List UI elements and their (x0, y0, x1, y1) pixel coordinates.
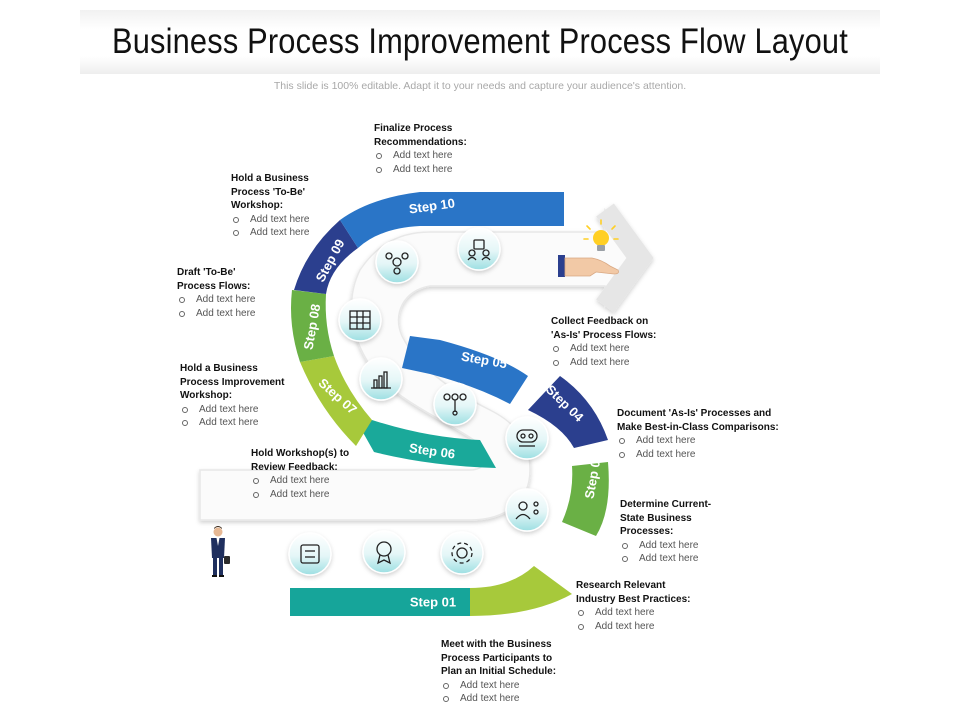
thumbs-up-team-icon (457, 227, 501, 271)
businessman-icon (211, 526, 230, 577)
step-07-text: Hold a Business Process Improvement Work… (180, 362, 285, 430)
bullet-item: Add text here (231, 226, 309, 240)
meeting-icon (505, 416, 549, 460)
award-badge-icon (362, 530, 406, 574)
step-07-segment (300, 356, 372, 446)
step-10-heading: Finalize Process Recommendations: (374, 123, 467, 148)
step-08-text: Draft 'To-Be' Process Flows: Add text he… (177, 266, 255, 320)
title-band (80, 10, 880, 74)
step-10-segment (340, 192, 564, 248)
bullet-item: Add text here (620, 539, 711, 553)
bullet-item: Add text here (180, 416, 285, 430)
step-01-text: Meet with the Business Process Participa… (441, 638, 556, 706)
team-network-icon (505, 488, 549, 532)
bullet-item: Add text here (177, 293, 255, 307)
page-title: Business Process Improvement Process Flo… (112, 22, 848, 61)
step-03-heading: Determine Current- State Business Proces… (620, 499, 712, 537)
bullet-item: Add text here (251, 474, 349, 488)
bullet-item: Add text here (620, 552, 711, 566)
step-06-segment (356, 420, 496, 468)
step-06-label: Step 06 (408, 440, 456, 461)
step-04-heading: Document 'As-Is' Processes and Make Best… (617, 408, 779, 433)
step-05-heading: Collect Feedback on 'As-Is' Process Flow… (551, 316, 657, 341)
coins-cycle-icon (375, 240, 419, 284)
idea-network-icon (433, 382, 477, 426)
bullet-item: Add text here (374, 163, 467, 177)
step-05-text: Collect Feedback on 'As-Is' Process Flow… (551, 315, 656, 369)
bullet-item: Add text here (576, 620, 691, 634)
growth-chart-icon (359, 357, 403, 401)
step-09-segment (294, 220, 358, 294)
step-03-text: Determine Current- State Business Proces… (620, 498, 711, 566)
bullet-item: Add text here (576, 606, 691, 620)
bullet-item: Add text here (231, 213, 309, 227)
bullet-item: Add text here (441, 692, 556, 706)
page-subtitle: This slide is 100% editable. Adapt it to… (273, 80, 687, 92)
step-06-text: Hold Workshop(s) to Review Feedback: Add… (251, 447, 349, 501)
step-icons (288, 227, 549, 576)
bullet-item: Add text here (374, 149, 467, 163)
gear-cycle-icon (440, 531, 484, 575)
bullet-item: Add text here (177, 307, 255, 321)
bullet-item: Add text here (617, 434, 779, 448)
step-07-heading: Hold a Business Process Improvement Work… (180, 363, 285, 401)
step-01-label: Step 01 (410, 594, 456, 609)
step-03-segment (562, 462, 609, 536)
step-01-segment (290, 588, 470, 616)
step-08-segment (291, 290, 334, 362)
step-06-heading: Hold Workshop(s) to Review Feedback: (251, 448, 350, 473)
step-09-text: Hold a Business Process 'To-Be' Workshop… (231, 172, 309, 240)
step-02-heading: Research Relevant Industry Best Practice… (576, 580, 691, 605)
bullet-item: Add text here (551, 342, 656, 356)
step-02-text: Research Relevant Industry Best Practice… (576, 579, 691, 633)
step-10-label: Step 10 (408, 195, 456, 216)
bullet-item: Add text here (180, 403, 285, 417)
bullet-item: Add text here (617, 448, 779, 462)
calendar-grid-icon (338, 298, 382, 342)
step-02-segment (470, 566, 572, 616)
lightbulb-hand-icon (558, 219, 619, 277)
step-02-label: Step 02 (542, 527, 579, 574)
bullet-item: Add text here (551, 356, 656, 370)
bullet-item: Add text here (441, 679, 556, 693)
step-09-heading: Hold a Business Process 'To-Be' Workshop… (231, 173, 309, 211)
step-08-heading: Draft 'To-Be' Process Flows: (177, 267, 251, 292)
checklist-icon (288, 532, 332, 576)
step-05-segment (402, 336, 528, 404)
step-04-text: Document 'As-Is' Processes and Make Best… (617, 407, 779, 461)
step-01-heading: Meet with the Business Process Participa… (441, 639, 557, 677)
step-04-segment (528, 376, 608, 448)
step-10-text: Finalize Process Recommendations: Add te… (374, 122, 467, 176)
bullet-item: Add text here (251, 488, 349, 502)
